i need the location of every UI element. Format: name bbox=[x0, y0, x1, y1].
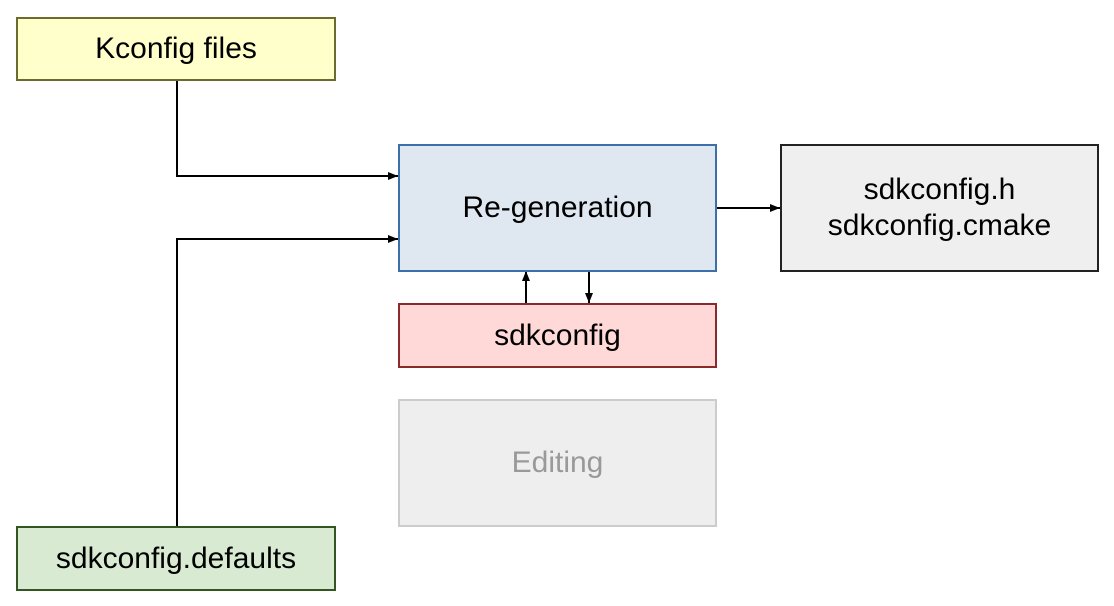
sdkconfig-node: sdkconfig bbox=[398, 303, 717, 368]
editing-label: Editing bbox=[511, 446, 604, 479]
kconfig-files-label: Kconfig files bbox=[95, 32, 257, 65]
edge-defaults-to-regeneration bbox=[176, 235, 398, 526]
sdkconfig-h-label: sdkconfig.h bbox=[863, 173, 1016, 206]
edge-kconfig-to-regeneration bbox=[176, 80, 398, 180]
sdkconfig-defaults-label: sdkconfig.defaults bbox=[55, 541, 297, 575]
output-files-node: sdkconfig.h sdkconfig.cmake bbox=[780, 144, 1099, 272]
editing-node: Editing bbox=[398, 399, 717, 527]
sdkconfig-label: sdkconfig bbox=[494, 318, 621, 352]
sdkconfig-cmake-label: sdkconfig.cmake bbox=[827, 209, 1052, 242]
regeneration-node: Re-generation bbox=[398, 144, 717, 272]
regeneration-label: Re-generation bbox=[462, 191, 653, 224]
sdkconfig-defaults-node: sdkconfig.defaults bbox=[16, 526, 336, 591]
kconfig-files-node: Kconfig files bbox=[16, 17, 336, 81]
